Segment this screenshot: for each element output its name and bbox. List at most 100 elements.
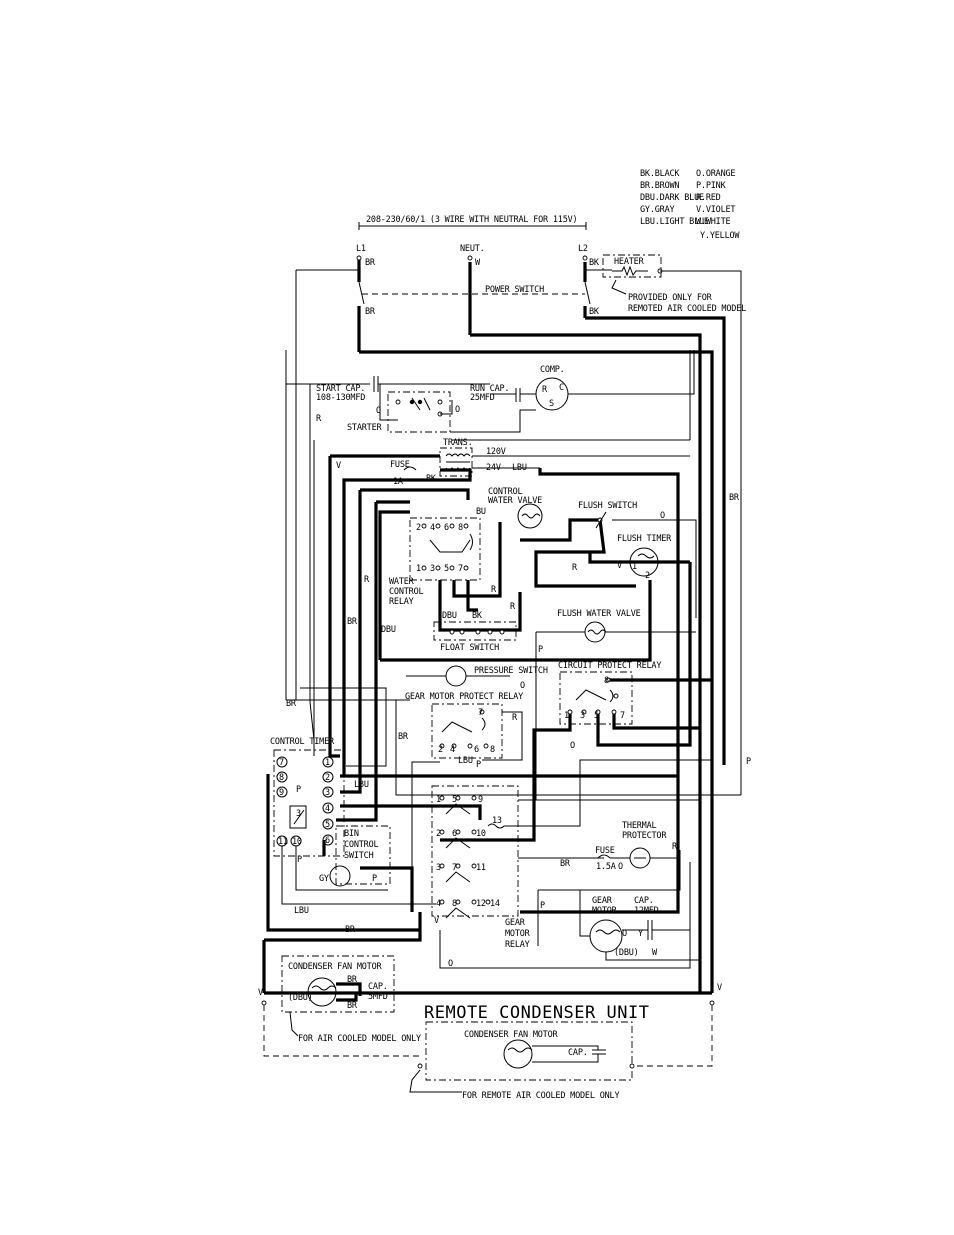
l2-terminal xyxy=(582,255,588,261)
remote-fan-icon xyxy=(503,1039,533,1069)
svg-text:11: 11 xyxy=(476,863,486,873)
wire-label-r: R xyxy=(672,842,678,852)
gmpr-terminal-2 xyxy=(439,743,445,749)
wcr-terminal xyxy=(435,523,441,529)
bin-label-2: CONTROL xyxy=(344,840,379,850)
wire-label-br: BR xyxy=(347,617,358,627)
ct-terminal-9 xyxy=(276,786,288,798)
float-link xyxy=(466,580,478,612)
heater-wires xyxy=(585,269,742,795)
legend-orange: O.ORANGE xyxy=(696,169,735,179)
heater-note-leader xyxy=(611,279,627,295)
fuse-1a-label: FUSE xyxy=(390,460,410,470)
cpr-pin-8: 8 xyxy=(604,676,609,686)
gmr-terminal-11 xyxy=(471,863,477,869)
gmpr-coil xyxy=(441,717,486,733)
starter-box xyxy=(387,391,451,433)
ct-terminal-1 xyxy=(322,756,334,768)
wire-label-r: R xyxy=(572,563,578,573)
starter-coil xyxy=(411,397,431,411)
wcr-terminal xyxy=(435,565,441,571)
l2-switch-blade xyxy=(584,281,591,305)
l1-bus xyxy=(359,350,714,993)
wire-label-br: BR xyxy=(560,859,571,869)
svg-text:7: 7 xyxy=(620,711,625,721)
control-timer: CONTROL TIMER 7 8 9 11 10 1 2 3 4 5 6 3 xyxy=(270,687,436,916)
float-terminal xyxy=(475,629,481,635)
wire-label-br: BR xyxy=(398,732,409,742)
gmr-box xyxy=(431,785,519,917)
wire-label-v: V xyxy=(258,988,263,998)
legend-brown: BR.BROWN xyxy=(640,181,679,191)
svg-text:6: 6 xyxy=(474,745,479,755)
gmpr-label: GEAR MOTOR PROTECT RELAY xyxy=(405,692,523,702)
svg-text:7: 7 xyxy=(452,863,457,873)
comp-label: COMP. xyxy=(540,365,565,375)
remote-unit-box xyxy=(425,1021,633,1081)
pressure-switch-label: PRESSURE SWITCH xyxy=(474,666,548,676)
float-terminal xyxy=(499,629,505,635)
wire-label-p: P xyxy=(297,855,302,865)
wire-label-bu: BU xyxy=(476,507,486,517)
run-cap-symbol xyxy=(490,388,536,402)
legend-pink: P.PINK xyxy=(696,181,727,191)
left-v-terminal xyxy=(261,1000,267,1006)
flush-timer-coil xyxy=(637,553,655,559)
fuse-15-label: FUSE xyxy=(595,846,615,856)
legend-white: W.WHITE xyxy=(696,217,731,227)
wire-label-br: BR xyxy=(729,493,740,503)
flush-switch-label: FLUSH SWITCH xyxy=(578,501,637,511)
fuse-15-value: 1.5A xyxy=(596,862,616,872)
cwv-loop xyxy=(452,522,502,598)
wire-label-p: P xyxy=(372,874,377,884)
thermal-label-1: THERMAL xyxy=(622,821,657,831)
transformer-secondary-wires xyxy=(472,455,690,469)
neut-terminal xyxy=(467,255,473,261)
l2-label: L2 xyxy=(578,244,588,254)
r-loop xyxy=(340,488,470,794)
float-terminal xyxy=(459,629,465,635)
compressor-r: R xyxy=(542,385,548,395)
legend-light-blue: LBU.LIGHT BLUE xyxy=(640,217,709,227)
wire-label-o: O xyxy=(660,511,665,521)
wcr-pin-6: 6 xyxy=(444,523,449,533)
control-timer-pin-10: 10 xyxy=(292,837,302,847)
gmr-label-2: MOTOR xyxy=(505,929,531,939)
gmr-terminal-3 xyxy=(439,863,445,869)
wcr-pin-4: 4 xyxy=(430,523,435,533)
wire-label-dbu-paren: (DBU) xyxy=(614,948,639,958)
gear-motor-protect-relay: GEAR MOTOR PROTECT RELAY 7 2 4 6 8 R BR … xyxy=(398,692,523,900)
compressor-c: C xyxy=(559,383,564,393)
cpr-terminal-3 xyxy=(581,709,587,715)
air-cooled-leader xyxy=(289,1011,299,1037)
control-water-valve: CONTROL WATER VALVE xyxy=(488,487,543,529)
control-timer-switch-pin: 3 xyxy=(296,809,301,819)
wire-label-bk: BK xyxy=(472,611,483,621)
svg-text:1: 1 xyxy=(325,758,330,768)
ct-terminal-8 xyxy=(276,771,288,783)
wire-label-dbu: DBU xyxy=(442,611,457,621)
wire-label-dbu-paren: (DBU) xyxy=(288,993,313,1003)
remote-cap-symbol xyxy=(532,1045,606,1063)
svg-text:1: 1 xyxy=(436,795,441,805)
remote-fan-label: CONDENSER FAN MOTOR xyxy=(464,1030,559,1040)
br-left-wire xyxy=(295,269,359,700)
wcr-pin-5: 5 xyxy=(444,564,449,574)
cpr-coil xyxy=(575,689,614,703)
gear-motor-relay: GEAR MOTOR RELAY 1 5 9 2 6 10 3 7 11 4 8… xyxy=(431,759,712,969)
transformer-section: TRANS. 120V 24V LBU FUSE 1A BK V xyxy=(336,438,690,487)
wcr-terminal xyxy=(463,565,469,571)
cfm-box xyxy=(281,955,395,1013)
gmr-terminal-8 xyxy=(455,899,461,905)
svg-text:12: 12 xyxy=(476,899,486,909)
remote-terminal-right xyxy=(629,1063,635,1069)
start-cap-label-1: START CAP. xyxy=(316,384,365,394)
mid-loop xyxy=(380,580,652,662)
gmr-terminal-4 xyxy=(439,899,445,905)
control-timer-label: CONTROL TIMER xyxy=(270,737,335,747)
cwv-label-2: WATER VALVE xyxy=(488,496,542,506)
wire-label-p: P xyxy=(296,785,301,795)
cfm-wires xyxy=(336,982,362,1002)
legend-dark-blue: DBU.DARK BLUE xyxy=(640,193,704,203)
